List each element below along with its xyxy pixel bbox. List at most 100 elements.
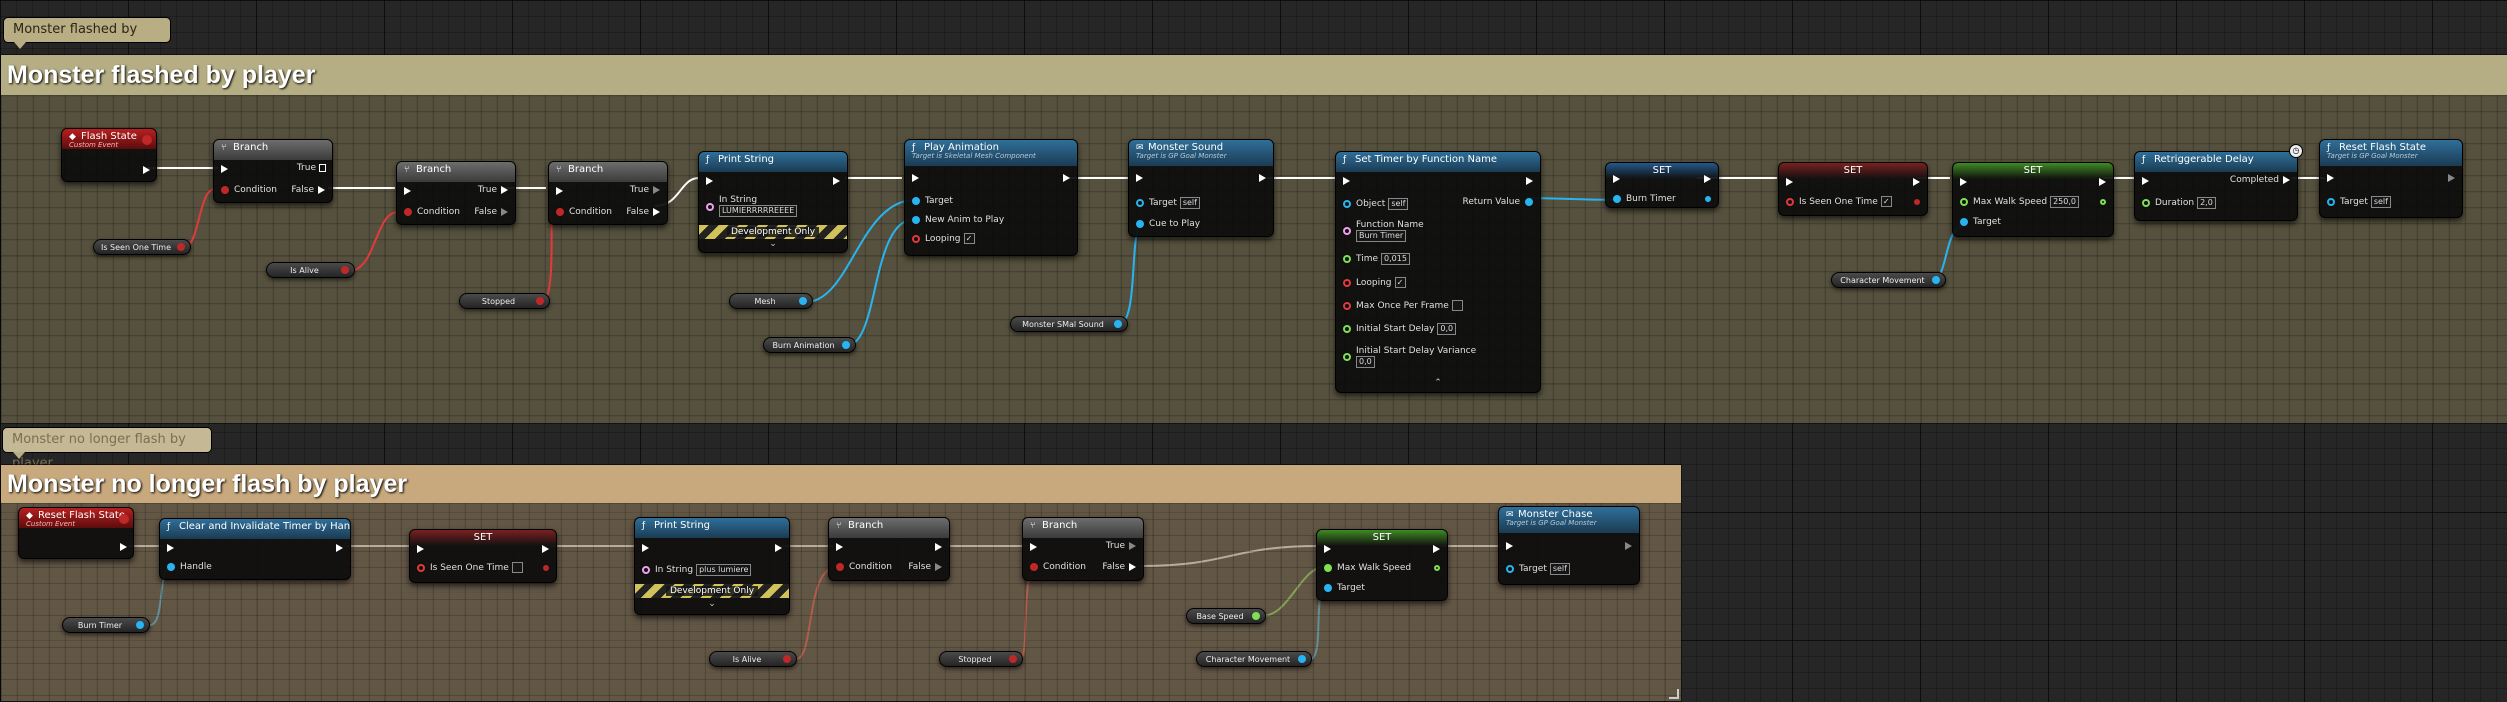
is-seen-checkbox[interactable]: ✓ [1880, 196, 1892, 207]
exec-out-pin[interactable] [1433, 544, 1440, 554]
exec-in-pin[interactable] [1506, 541, 1513, 551]
exec-out-pin[interactable] [1704, 174, 1711, 184]
true-pin[interactable]: True [630, 184, 660, 196]
completed-pin[interactable]: Completed [2230, 174, 2290, 186]
target-pin[interactable]: Target [912, 195, 953, 207]
delegate-pin[interactable] [119, 514, 129, 524]
condition-pin[interactable]: Condition [1030, 561, 1086, 573]
condition-pin[interactable]: Condition [404, 206, 460, 218]
var-is-alive[interactable]: Is Alive [266, 262, 355, 278]
cue-pin[interactable]: Cue to Play [1136, 218, 1200, 230]
var-base-speed[interactable]: Base Speed [1186, 608, 1266, 624]
initial-start-delay-variance-value[interactable]: 0,0 [1356, 356, 1375, 368]
duration-value[interactable]: 2,0 [2197, 197, 2216, 209]
exec-out-pin[interactable] [1625, 541, 1632, 551]
looping-pin[interactable]: Looping✓ [912, 233, 975, 245]
exec-in-pin[interactable] [2142, 176, 2149, 186]
exec-out-pin[interactable] [2448, 173, 2455, 183]
flash-state-event-node[interactable]: ◆Flash State Custom Event [61, 128, 157, 182]
looping-checkbox[interactable]: ✓ [1394, 277, 1406, 288]
var-monster-smal-sound[interactable]: Monster SMal Sound [1010, 316, 1128, 332]
node-header[interactable]: ✉Monster Sound Target is GP Goal Monster [1129, 140, 1273, 166]
branch-node-4[interactable]: ⑂Branch Condition False [828, 517, 950, 581]
max-walk-speed-out-pin[interactable] [2095, 196, 2106, 208]
return-value-pin[interactable]: Return Value [1463, 196, 1533, 208]
var-burn-animation[interactable]: Burn Animation [763, 337, 856, 353]
branch-node-5[interactable]: ⑂Branch Condition True False [1022, 517, 1144, 581]
node-header[interactable]: ⑂Branch [214, 140, 332, 160]
max-walk-speed-out-pin[interactable] [1429, 562, 1440, 574]
max-once-per-frame-pin[interactable]: Max Once Per Frame [1343, 300, 1463, 312]
exec-in-pin[interactable] [417, 544, 424, 554]
comment-bubble-1[interactable]: Monster flashed by player [3, 17, 171, 61]
set-is-seen-node[interactable]: SET Is Seen One Time✓ [1778, 162, 1928, 216]
var-stopped[interactable]: Stopped [459, 293, 550, 309]
set-header[interactable]: SET [410, 530, 556, 546]
set-header[interactable]: SET [1606, 163, 1718, 179]
monster-chase-node[interactable]: ✉Monster Chase Target is GP Goal Monster… [1498, 506, 1640, 585]
true-pin[interactable]: True [478, 184, 508, 196]
set-header[interactable]: SET [1953, 163, 2113, 179]
target-value[interactable]: self [1179, 197, 1200, 209]
exec-in-pin[interactable] [404, 186, 411, 196]
new-anim-pin[interactable]: New Anim to Play [912, 214, 1004, 226]
set-header[interactable]: SET [1779, 163, 1927, 179]
is-seen-checkbox[interactable] [511, 562, 523, 573]
target-value[interactable]: self [1549, 563, 1570, 575]
node-header[interactable]: ◆Flash State Custom Event [62, 129, 156, 149]
node-header[interactable]: ⑂Branch [1023, 518, 1143, 538]
comment-box-flashed[interactable]: Monster flashed by player [0, 54, 2507, 424]
max-once-checkbox[interactable] [1451, 300, 1463, 311]
max-walk-speed-pin[interactable]: Max Walk Speed [1324, 562, 1411, 574]
exec-in-pin[interactable] [1786, 177, 1793, 187]
var-burn-timer[interactable]: Burn Timer [62, 617, 150, 633]
set-max-walk-speed-node-2[interactable]: SET Max Walk Speed Target [1316, 529, 1448, 601]
collapse-arrow-icon[interactable]: ⌃ [1434, 378, 1442, 388]
node-header[interactable]: ✉Monster Chase Target is GP Goal Monster [1499, 507, 1639, 533]
exec-in-pin[interactable] [1613, 174, 1620, 184]
false-pin[interactable]: False [291, 184, 325, 196]
true-pin[interactable]: True [1106, 540, 1136, 552]
exec-in-pin[interactable] [556, 186, 563, 196]
false-pin[interactable]: False [908, 561, 942, 573]
time-value[interactable]: 0,015 [1381, 253, 1410, 265]
node-header[interactable]: ⑂Branch [397, 162, 515, 182]
var-mesh[interactable]: Mesh [729, 293, 813, 309]
node-header[interactable]: ⑂Branch [829, 518, 949, 538]
var-stopped-2[interactable]: Stopped [939, 651, 1023, 667]
exec-in-pin[interactable] [1030, 542, 1037, 552]
condition-pin[interactable]: Condition [221, 184, 277, 196]
set-header[interactable]: SET [1317, 530, 1447, 546]
is-seen-pin[interactable]: Is Seen One Time✓ [1786, 196, 1892, 208]
branch-node-1[interactable]: ⑂Branch Condition True False [213, 139, 333, 203]
monster-sound-node[interactable]: ✉Monster Sound Target is GP Goal Monster… [1128, 139, 1274, 237]
var-character-movement[interactable]: Character Movement [1831, 272, 1946, 288]
exec-out-pin[interactable] [2099, 177, 2106, 187]
branch-node-2[interactable]: ⑂Branch Condition True False [396, 161, 516, 225]
exec-out-pin[interactable] [542, 544, 549, 554]
exec-out-pin[interactable] [1526, 176, 1533, 186]
expand-arrow-icon[interactable]: ⌄ [769, 239, 777, 249]
exec-in-pin[interactable] [912, 173, 919, 183]
set-burn-timer-node[interactable]: SET Burn Timer [1605, 162, 1719, 208]
condition-pin[interactable]: Condition [556, 206, 612, 218]
function-name-value[interactable]: Burn Timer [1356, 230, 1407, 242]
true-pin[interactable]: True [297, 162, 326, 174]
exec-out-pin[interactable] [1913, 177, 1920, 187]
set-is-seen-node-2[interactable]: SET Is Seen One Time [409, 529, 557, 583]
handle-pin[interactable]: Handle [167, 561, 212, 573]
exec-in-pin[interactable] [836, 542, 843, 552]
